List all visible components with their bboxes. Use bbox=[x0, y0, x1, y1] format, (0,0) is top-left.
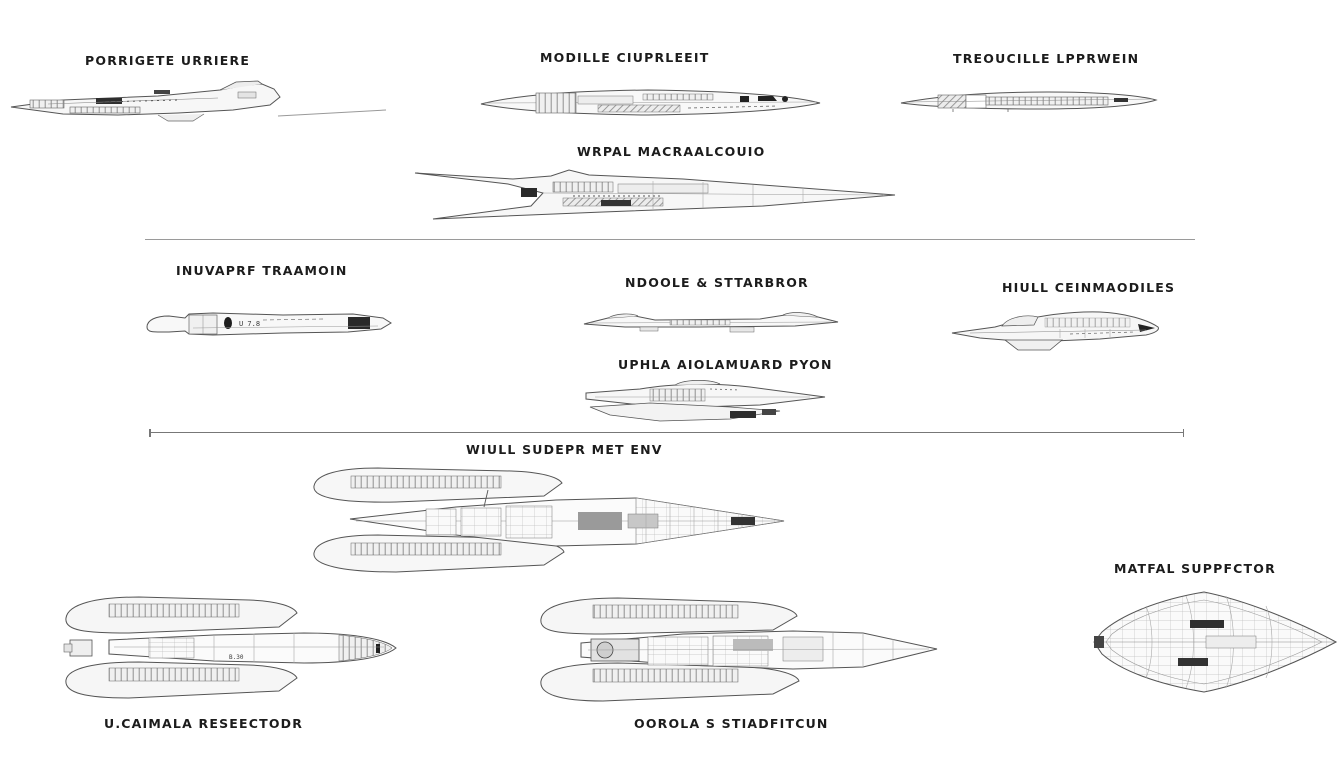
label-row2-right: HIULL CEINMAODILES bbox=[1002, 280, 1176, 295]
ship-row2-left-drawing: U 7.8 bbox=[146, 312, 392, 336]
label-row3-center: WIULL SUDEPR MET ENV bbox=[466, 442, 663, 457]
ship-top-right-drawing bbox=[900, 91, 1158, 112]
reference-line bbox=[277, 109, 387, 117]
cutaway-details bbox=[589, 312, 833, 333]
ship-bottom-center-drawing bbox=[540, 597, 938, 702]
label-top-center: MODILLE CIUPRLEEIT bbox=[540, 50, 710, 65]
label-row2-left: INUVAPRF TRAAMOIN bbox=[176, 263, 348, 278]
section-divider-line bbox=[145, 239, 1195, 240]
cutaway-details bbox=[485, 92, 817, 114]
hull-outline bbox=[414, 169, 896, 220]
ship-top-center-drawing bbox=[480, 89, 821, 116]
ship-bottom-left-drawing: B.30 bbox=[63, 596, 397, 699]
label-row2-center: NDOOLE & STTARBROR bbox=[625, 275, 809, 290]
hull-marking: B.30 bbox=[229, 654, 244, 661]
label-bottom-center: OOROLA S STIADFITCUN bbox=[634, 716, 829, 731]
hull-outline bbox=[10, 83, 281, 116]
cutaway-details bbox=[587, 604, 930, 683]
label-upper-mid: WRPAL MACRAALCOUIO bbox=[577, 144, 766, 159]
ship-row2-right-drawing bbox=[951, 311, 1159, 351]
cutaway-details: B.30 bbox=[63, 603, 393, 682]
hull-outline bbox=[585, 383, 826, 408]
cutaway-details: U 7.8 bbox=[188, 314, 379, 335]
label-bottom-right: MATFAL SUPPFCTOR bbox=[1114, 561, 1276, 576]
label-top-left: PORRIGETE URRIERE bbox=[85, 53, 251, 68]
ship-top-left-drawing bbox=[10, 80, 387, 122]
cutaway-details bbox=[907, 94, 1154, 112]
hull-marking: U 7.8 bbox=[239, 320, 260, 328]
label-bottom-left: U.CAIMALA RESEECTODR bbox=[104, 716, 304, 731]
ship-bottom-right-drawing bbox=[1093, 591, 1338, 693]
ship-row2-lower-drawing bbox=[585, 380, 826, 422]
label-row2-lower: UPHLA AIOLAMUARD PYON bbox=[618, 357, 833, 372]
label-top-right: TREOUCILLE LPPRWEIN bbox=[953, 51, 1140, 66]
ship-row2-center-drawing bbox=[583, 312, 839, 333]
cutaway-details bbox=[589, 380, 810, 422]
cutaway-details bbox=[350, 475, 785, 556]
cutaway-details bbox=[29, 80, 387, 122]
ship-row3-center-drawing bbox=[313, 467, 785, 573]
cutaway-details bbox=[521, 181, 884, 209]
cutaway-details bbox=[1094, 595, 1334, 689]
dimension-line bbox=[149, 429, 1184, 437]
ship-upper-mid-drawing bbox=[414, 169, 896, 220]
cutaway-details bbox=[969, 315, 1155, 351]
